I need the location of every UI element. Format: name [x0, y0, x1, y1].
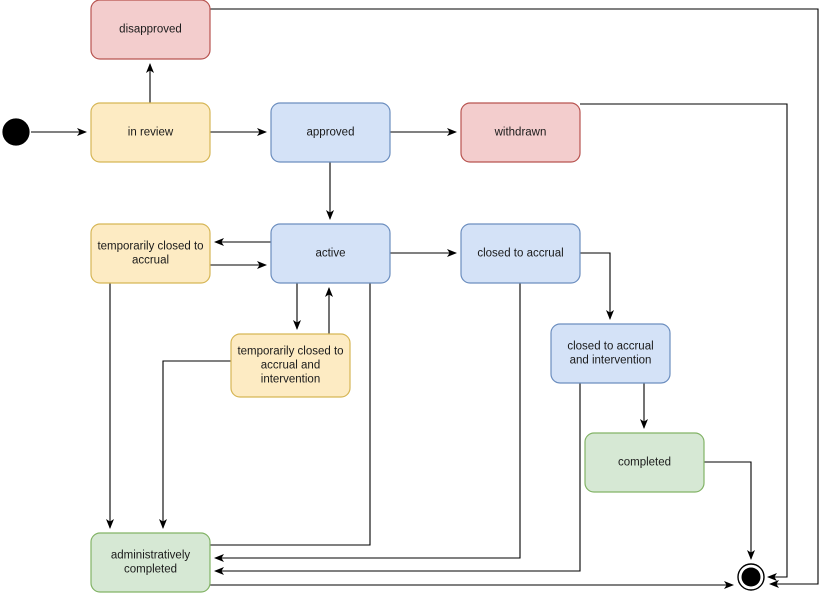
- state-box[interactable]: [90, 532, 211, 593]
- state-box[interactable]: [90, 223, 211, 284]
- state-node-disapproved[interactable]: disapproved: [90, 0, 211, 60]
- transition-tcai-to-admin-completed[interactable]: [159, 360, 231, 529]
- transition-closed-to-accrual-to-admin-completed[interactable]: [214, 283, 521, 562]
- state-node-closed-to-accrual[interactable]: closed to accrual: [460, 223, 581, 284]
- initial-state-icon: [2, 118, 30, 146]
- final-state-core-icon: [741, 567, 761, 587]
- state-node-end[interactable]: [737, 563, 765, 591]
- edge-layer: [31, 8, 819, 589]
- state-box[interactable]: [270, 223, 391, 284]
- transition-disapproved-to-end[interactable]: [210, 8, 819, 588]
- state-box[interactable]: [270, 102, 391, 163]
- transition-closed-to-accrual-to-ctai[interactable]: [580, 252, 614, 320]
- state-node-in-review[interactable]: in review: [90, 102, 211, 163]
- transition-ctai-to-admin-completed[interactable]: [214, 383, 581, 575]
- state-node-approved[interactable]: approved: [270, 102, 391, 163]
- state-box[interactable]: [90, 102, 211, 163]
- node-layer: disapproved in review approved withdrawn tem…: [2, 0, 765, 593]
- state-box[interactable]: [460, 102, 581, 163]
- state-box[interactable]: [460, 223, 581, 284]
- state-box[interactable]: [584, 432, 705, 493]
- state-node-completed[interactable]: completed: [584, 432, 705, 493]
- state-box[interactable]: [90, 0, 211, 60]
- state-node-withdrawn[interactable]: withdrawn: [460, 102, 581, 163]
- state-node-active[interactable]: active: [270, 223, 391, 284]
- transition-active-to-admin-completed[interactable]: [210, 283, 371, 546]
- state-box[interactable]: [550, 323, 671, 384]
- state-box[interactable]: [230, 333, 351, 398]
- state-node-start[interactable]: [2, 118, 30, 146]
- transition-withdrawn-to-end[interactable]: [580, 103, 788, 581]
- transition-completed-to-end[interactable]: [704, 461, 755, 560]
